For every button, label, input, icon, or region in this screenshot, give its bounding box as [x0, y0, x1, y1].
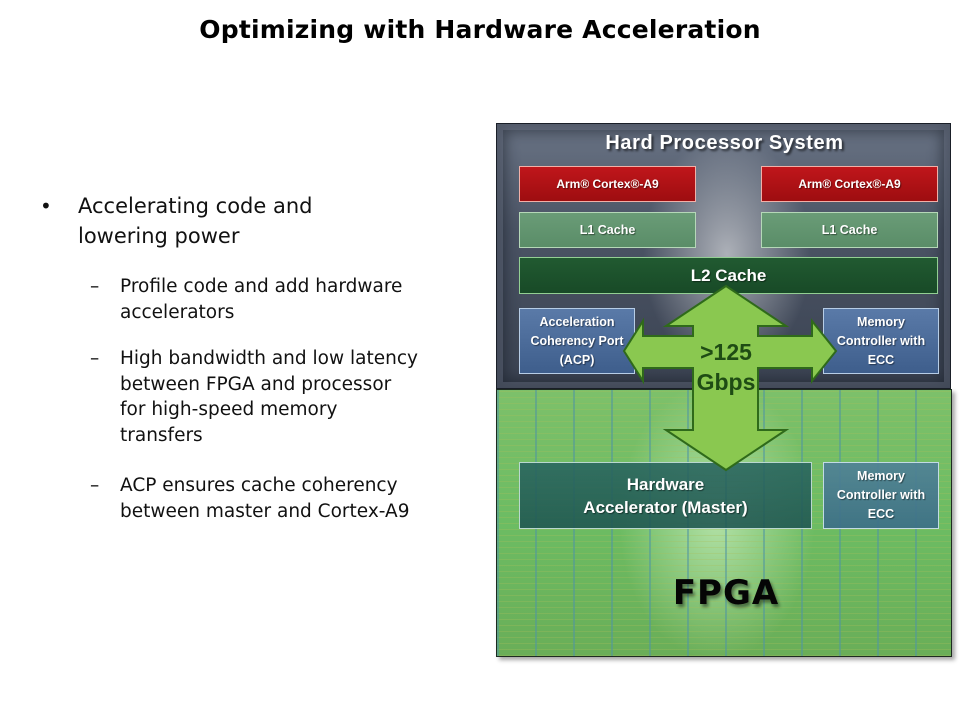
bullet-marker: • [40, 194, 52, 218]
bullet-list: • Accelerating code and lowering power –… [0, 0, 460, 720]
slide-title: Optimizing with Hardware Acceleration [199, 15, 761, 44]
bandwidth-cross-arrow-icon [622, 284, 838, 472]
fpga-label: FPGA [672, 573, 780, 613]
hps-title: Hard Processor System [605, 132, 844, 154]
fpga-memory-controller: Memory Controller with ECC [823, 462, 939, 529]
four-way-arrow [622, 284, 838, 472]
l1-cache-right: L1 Cache [761, 212, 938, 248]
dash-marker: – [90, 475, 100, 496]
hps-memory-controller: Memory Controller with ECC [823, 308, 939, 374]
bandwidth-label: >125 Gbps [676, 337, 776, 397]
l1-cache-left: L1 Cache [519, 212, 696, 248]
soc-diagram: Hard Processor System Arm® Cortex®-A9 Ar… [496, 123, 953, 658]
bandwidth-unit: Gbps [696, 369, 756, 395]
hardware-accelerator: Hardware Accelerator (Master) [519, 462, 812, 529]
bandwidth-value: >125 [700, 339, 752, 365]
dash-marker: – [90, 348, 100, 369]
sub-bullet-text: High bandwidth and low latency between F… [120, 348, 418, 446]
acp-block: Acceleration Coherency Port (ACP) [519, 308, 635, 374]
sub-bullet-text: Profile code and add hardware accelerato… [120, 276, 403, 323]
dash-marker: – [90, 276, 100, 297]
cpu-core-right: Arm® Cortex®-A9 [761, 166, 938, 202]
bullet-main-text: Accelerating code and lowering power [78, 194, 313, 248]
sub-bullet-text: ACP ensures cache coherency between mast… [120, 475, 410, 522]
cpu-core-left: Arm® Cortex®-A9 [519, 166, 696, 202]
